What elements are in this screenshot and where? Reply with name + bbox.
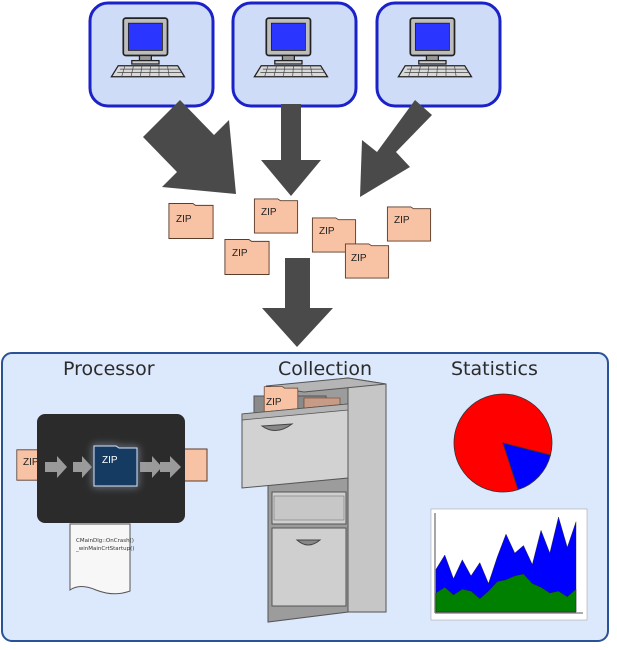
arrow-right-icon [73, 456, 92, 478]
pie-chart [453, 393, 553, 493]
computer-1 [88, 1, 215, 108]
arrow-right-icon [360, 100, 432, 197]
stack-trace-line: _winMainCrtStartup() [75, 546, 134, 552]
zip-files: ZIP ZIP ZIP ZIP ZIP ZIP [168, 198, 432, 279]
svg-text:ZIP: ZIP [351, 253, 367, 264]
zip-file: ZIP [263, 386, 299, 414]
arrow-center-icon [261, 104, 321, 196]
zip-file: ZIP [386, 206, 432, 242]
svg-text:ZIP: ZIP [176, 214, 192, 225]
arrow-right-icon [140, 456, 162, 478]
statistics-title: Statistics [451, 358, 538, 380]
svg-text:ZIP: ZIP [261, 207, 277, 218]
zip-file: ZIP [168, 203, 214, 239]
svg-text:ZIP: ZIP [266, 397, 282, 408]
zip-file: ZIP [344, 243, 390, 279]
arrow-right-icon [160, 456, 181, 478]
computer-3 [375, 1, 502, 108]
arrow-down-icon [262, 258, 333, 347]
arrow-left-icon [143, 100, 236, 194]
stack-trace-document: CMainDlg::OnCrash() _winMainCrtStartup() [69, 523, 134, 595]
drawer-handle-icon [295, 539, 322, 546]
area-chart [430, 508, 588, 621]
stack-trace-line: CMainDlg::OnCrash() [76, 538, 134, 544]
pie-slice-2 [502, 442, 551, 491]
zip-file: ZIP [253, 198, 299, 234]
svg-text:ZIP: ZIP [232, 248, 248, 259]
svg-text:ZIP: ZIP [394, 215, 410, 226]
drawer-handle-icon [260, 423, 294, 431]
processor-unit: ZIP ZIP CMainDlg::OnCrash() _winMainCrtS… [16, 414, 208, 595]
svg-text:ZIP: ZIP [23, 457, 39, 468]
processed-zip-file [93, 445, 138, 487]
zip-file: ZIP [311, 217, 357, 253]
zip-output [182, 448, 208, 482]
svg-text:ZIP: ZIP [319, 226, 335, 237]
area-series-bottom [435, 573, 577, 613]
processor-title: Processor [63, 358, 155, 380]
collection-title: Collection [278, 358, 372, 380]
zip-file: ZIP [224, 239, 270, 275]
processed-zip-label: ZIP [102, 455, 118, 466]
zip-input: ZIP [16, 449, 56, 481]
computer-2 [231, 1, 358, 108]
filing-cabinet: ZIP [241, 377, 387, 623]
arrow-right-icon [45, 456, 67, 478]
